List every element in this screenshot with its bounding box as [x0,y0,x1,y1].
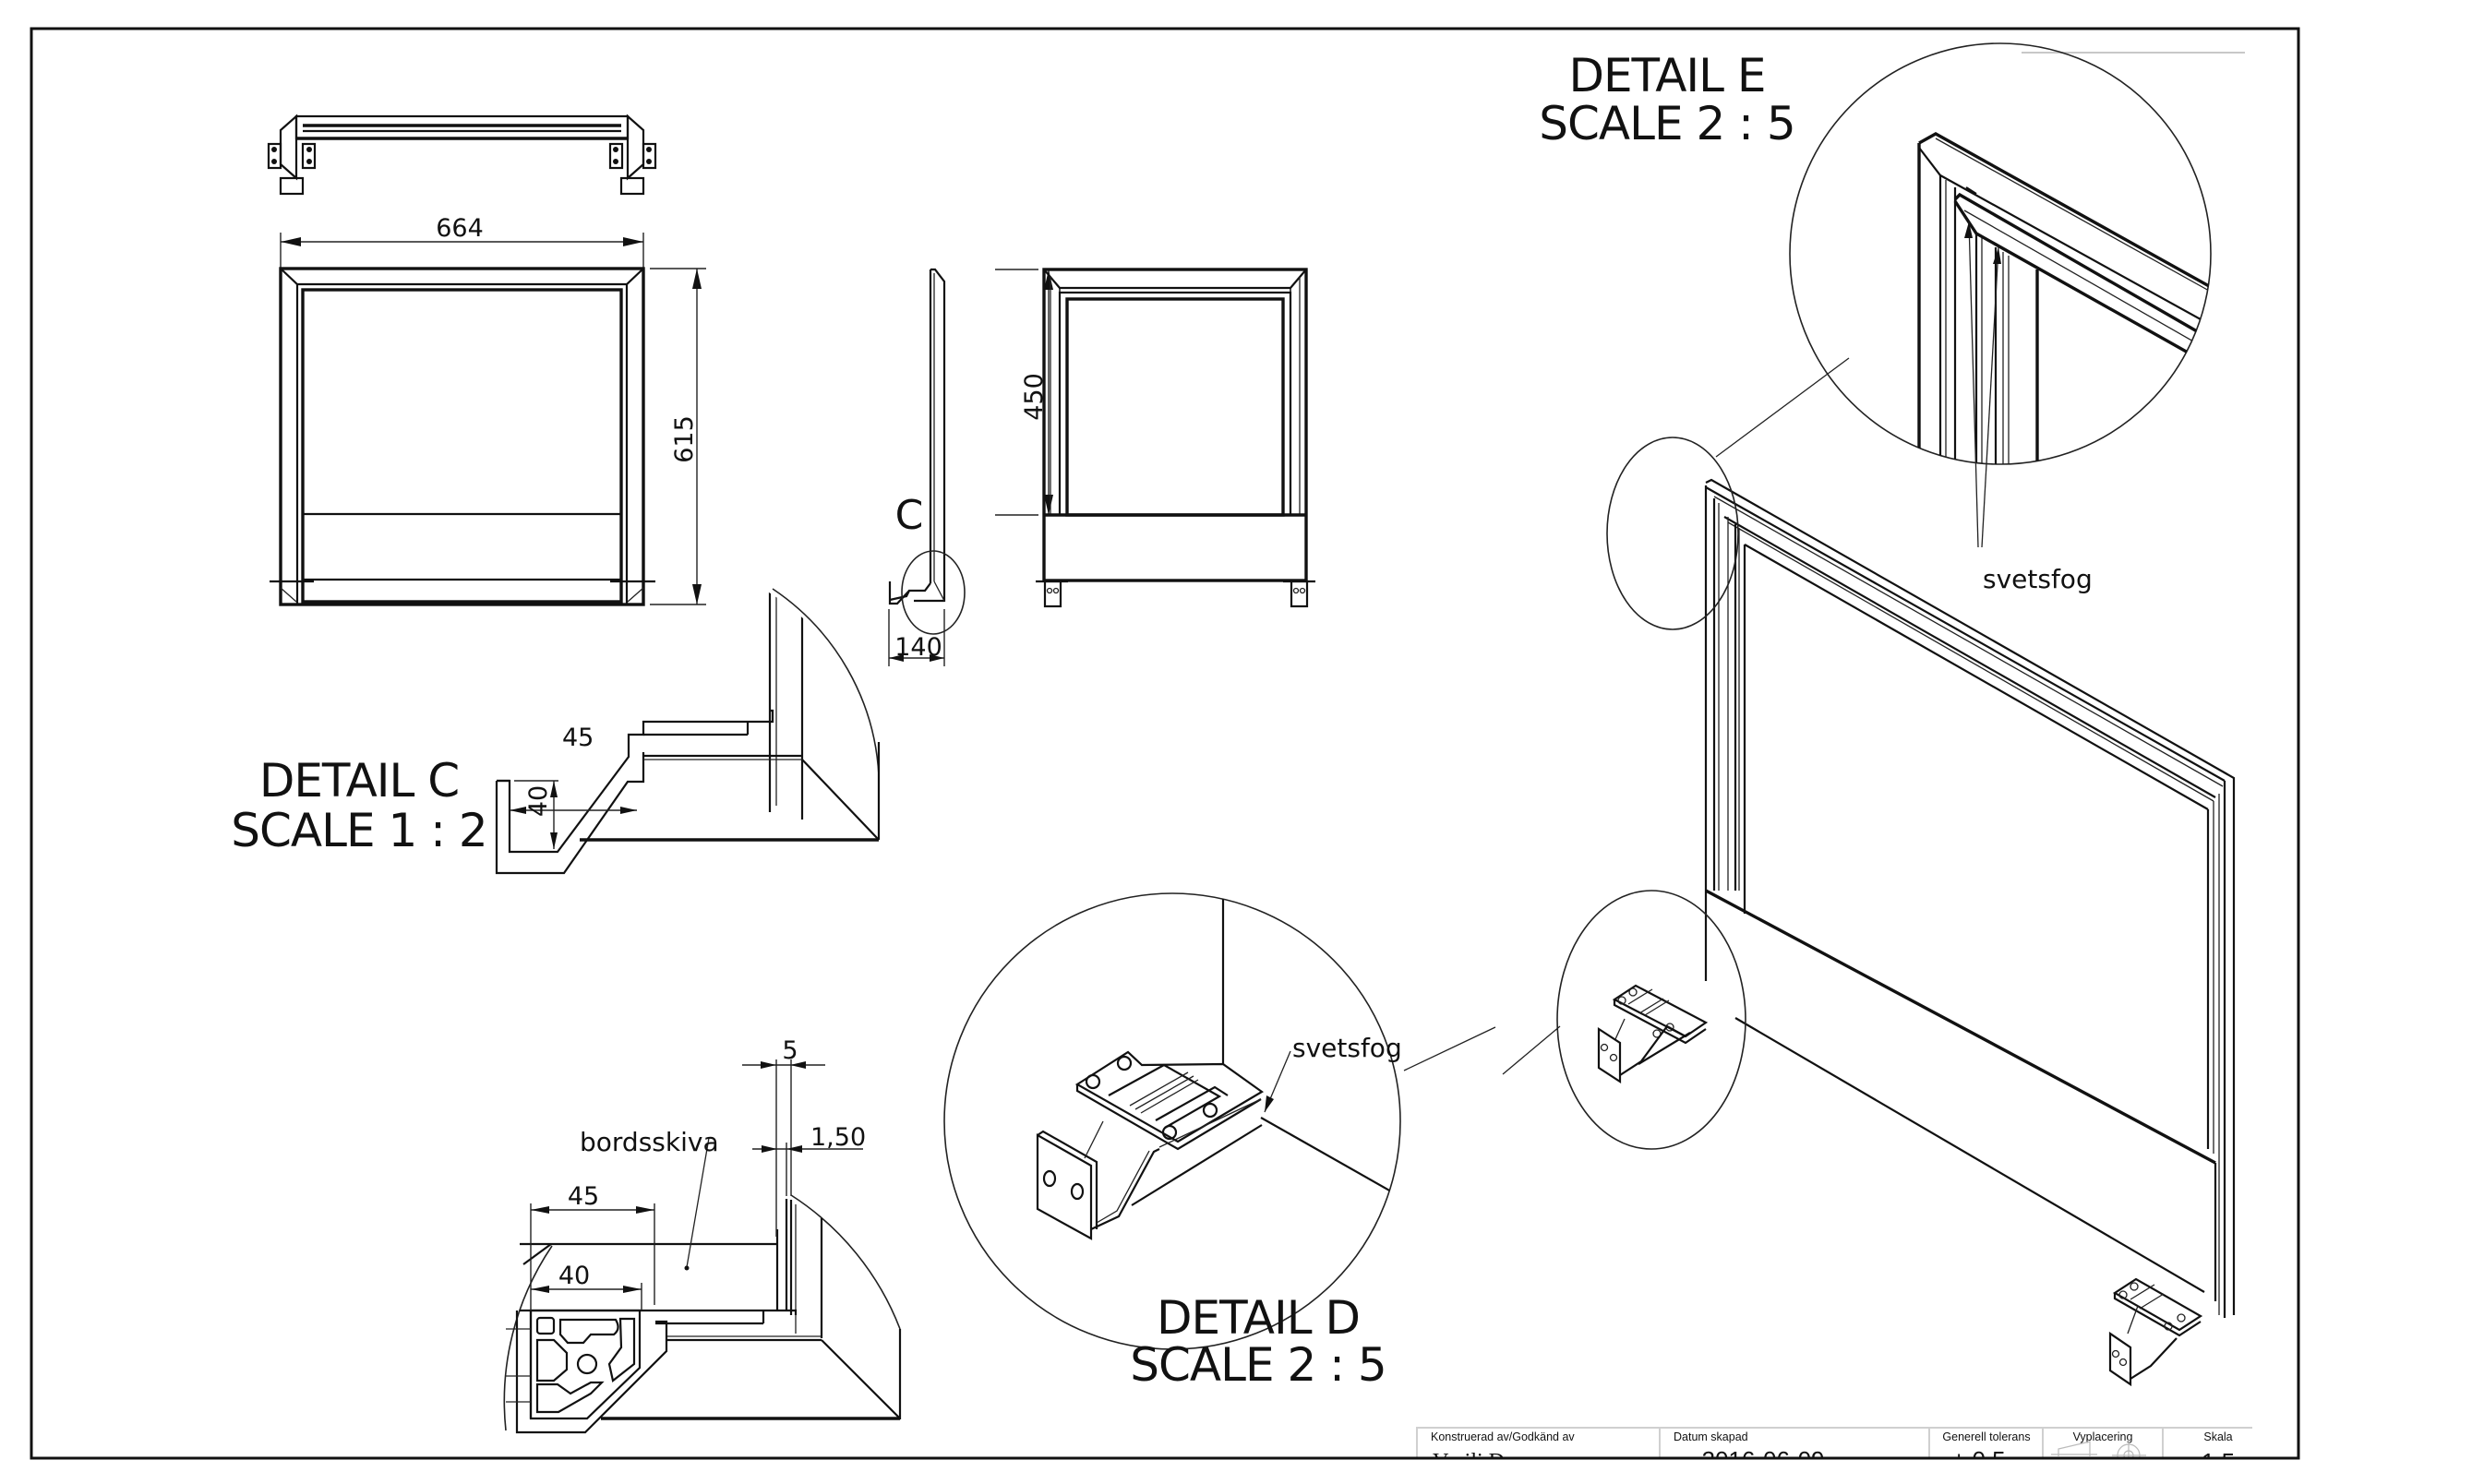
detail-c-width-dimension: 45 [562,724,594,752]
detail-d-marker [1556,890,1746,1150]
section-detail: 45 40 5 1,50 bordsskiva [503,1036,902,1434]
side-view: C 140 [888,268,966,666]
section-marker: C [895,492,924,539]
back-view: 450 [995,268,1315,608]
width-dimension: 664 [436,214,484,243]
foot-bracket-left [1597,984,1709,1084]
scale-value: 1:5 [2202,1448,2235,1476]
gap-dimension: 5 [782,1036,798,1065]
detail-e-marker [1606,437,1739,630]
tolerance-value: ± 0,5 [1952,1446,2006,1474]
drawing-border [30,27,2300,1460]
thickness-dimension: 1,50 [810,1123,866,1152]
detail-c-height-dimension: 40 [524,785,553,817]
front-view: 664 615 [270,214,706,606]
designer-label: Konstruerad av/Godkänd av [1431,1430,1575,1443]
title-block: Konstruerad av/Godkänd av Vasili D Datum… [1416,1427,2252,1476]
detail-d: svetsfog DETAIL D SCALE 2 : 5 [943,892,1496,1392]
depth-dimension: 140 [894,633,942,662]
projection-symbol-icon [2051,1440,2146,1458]
detail-c: 45 40 DETAIL C SCALE 1 : 2 [231,588,881,875]
aluminium-profile [506,1309,642,1420]
height-dimension: 615 [670,415,699,463]
detail-e-scale: SCALE 2 : 5 [1539,97,1794,150]
tolerance-label: Generell tolerans [1942,1430,2030,1443]
date-label: Datum skapad [1674,1430,1748,1443]
foot-bracket-right [2108,1277,2203,1387]
detail-c-scale: SCALE 1 : 2 [231,804,486,857]
isometric-view [1502,357,2236,1387]
detail-e-weld-annotation: svetsfog [1983,564,2093,594]
outer-width-dimension: 45 [568,1182,599,1211]
projection-label: Vyplacering [2073,1430,2133,1443]
top-view [267,114,657,196]
detail-c-marker [901,550,966,635]
scale-label: Skala [2203,1430,2232,1443]
designer-value: Vasili D [1433,1450,1505,1474]
detail-e-title: DETAIL E [1568,49,1765,102]
inner-width-dimension: 40 [558,1262,590,1290]
date-value: 2016-06-09 [1702,1446,1825,1474]
detail-d-weld-annotation: svetsfog [1292,1033,1402,1063]
detail-d-scale: SCALE 2 : 5 [1130,1338,1386,1392]
detail-c-title: DETAIL C [259,754,459,808]
detail-e: svetsfog DETAIL E SCALE 2 : 5 [1539,42,2212,594]
tabletop-annotation: bordsskiva [580,1127,719,1157]
detail-d-title: DETAIL D [1157,1291,1360,1345]
